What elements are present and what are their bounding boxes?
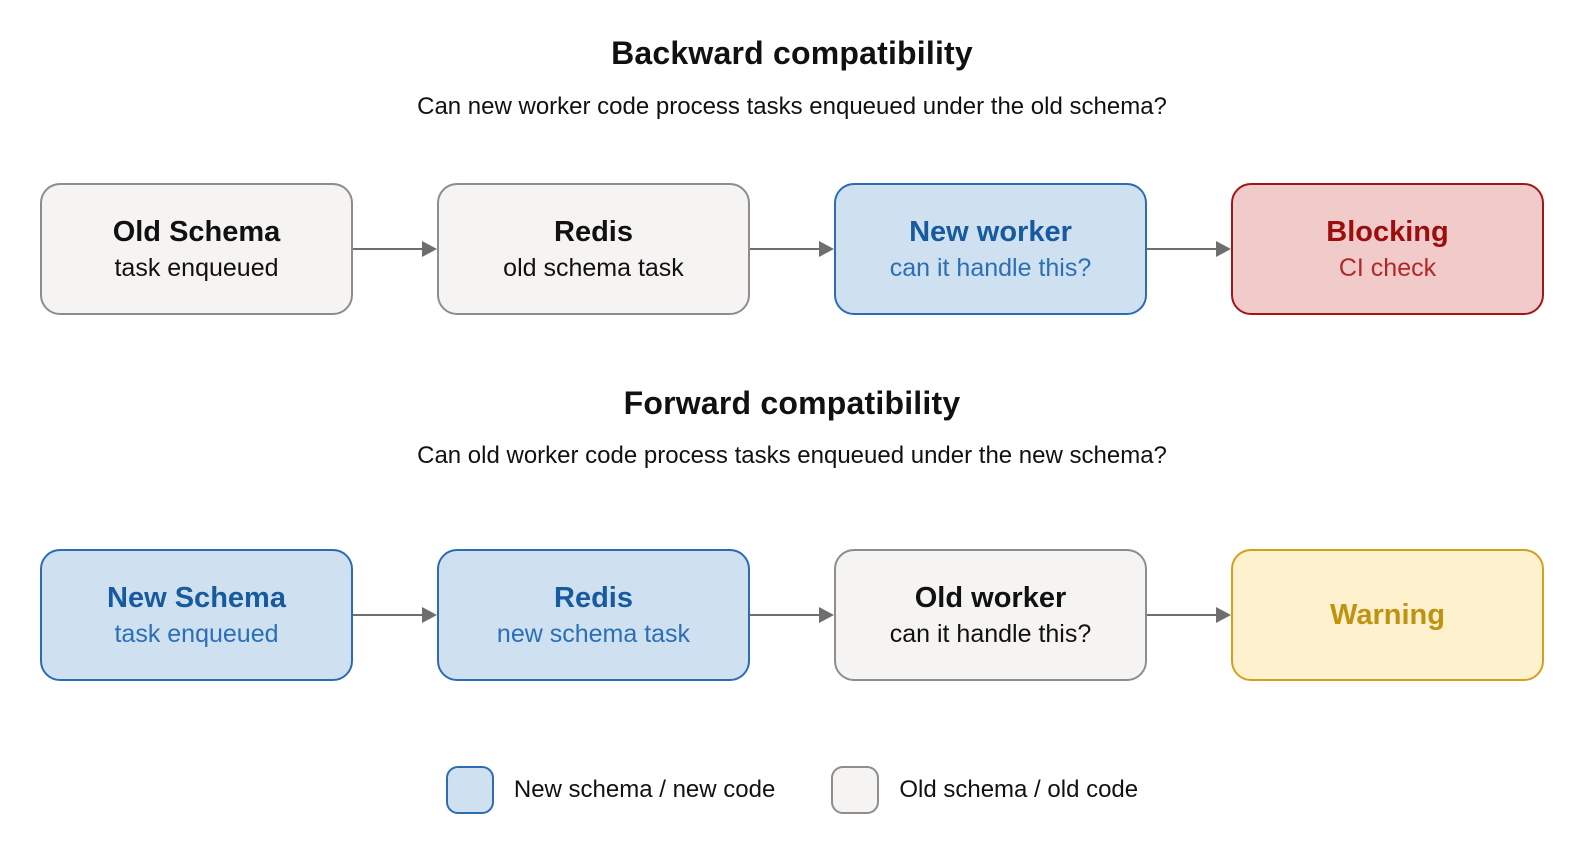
- node-subtitle: task enqueued: [114, 253, 279, 282]
- arrow-line: [750, 248, 819, 250]
- node-title: New worker: [909, 215, 1072, 248]
- arrow-line: [353, 248, 422, 250]
- node-blocking: Blocking CI check: [1231, 183, 1544, 315]
- legend: New schema / new code Old schema / old c…: [0, 766, 1584, 814]
- forward-title: Forward compatibility: [623, 385, 961, 421]
- forward-subtitle: Can old worker code process tasks enqueu…: [417, 442, 1167, 469]
- arrow-right-icon: [750, 241, 834, 257]
- node-subtitle: task enqueued: [114, 619, 279, 648]
- flow-row-backward: Old Schema task enqueued Redis old schem…: [40, 183, 1544, 315]
- node-old-worker: Old worker can it handle this?: [834, 549, 1147, 681]
- arrow-head: [1216, 607, 1231, 623]
- node-new-schema: New Schema task enqueued: [40, 549, 353, 681]
- section-backward-compatibility: Backward compatibility Can new worker co…: [0, 34, 1584, 315]
- arrow-head: [422, 607, 437, 623]
- node-warning: Warning: [1231, 549, 1544, 681]
- node-redis-old: Redis old schema task: [437, 183, 750, 315]
- flow-row-forward: New Schema task enqueued Redis new schem…: [40, 549, 1544, 681]
- node-title: Old worker: [914, 581, 1067, 614]
- node-subtitle: old schema task: [503, 253, 684, 282]
- node-title: Blocking: [1326, 215, 1449, 248]
- node-subtitle: CI check: [1338, 253, 1437, 282]
- legend-label-new: New schema / new code: [513, 776, 776, 803]
- arrow-right-icon: [1147, 607, 1231, 623]
- legend-item-old: Old schema / old code: [831, 766, 1138, 814]
- legend-swatch-old-icon: [831, 766, 880, 814]
- node-subtitle: can it handle this?: [889, 619, 1092, 648]
- legend-label-old: Old schema / old code: [899, 776, 1139, 803]
- arrow-right-icon: [353, 241, 437, 257]
- section-forward-compatibility: Forward compatibility Can old worker cod…: [0, 384, 1584, 681]
- arrow-right-icon: [750, 607, 834, 623]
- arrow-right-icon: [353, 607, 437, 623]
- node-subtitle: new schema task: [496, 619, 691, 648]
- node-title: Warning: [1330, 599, 1445, 631]
- legend-item-new: New schema / new code: [445, 766, 776, 814]
- node-new-worker: New worker can it handle this?: [834, 183, 1147, 315]
- arrow-right-icon: [1147, 241, 1231, 257]
- arrow-line: [750, 614, 819, 616]
- arrow-head: [819, 607, 834, 623]
- arrow-line: [353, 614, 422, 616]
- backward-subtitle: Can new worker code process tasks enqueu…: [417, 93, 1167, 120]
- node-title: New Schema: [107, 581, 286, 614]
- node-title: Redis: [554, 215, 633, 248]
- node-title: Old Schema: [112, 215, 281, 248]
- node-title: Redis: [554, 581, 633, 614]
- arrow-head: [422, 241, 437, 257]
- node-old-schema: Old Schema task enqueued: [40, 183, 353, 315]
- node-redis-new: Redis new schema task: [437, 549, 750, 681]
- node-subtitle: can it handle this?: [889, 253, 1092, 282]
- arrow-head: [1216, 241, 1231, 257]
- legend-swatch-new-icon: [445, 766, 494, 814]
- arrow-head: [819, 241, 834, 257]
- backward-title: Backward compatibility: [611, 35, 973, 71]
- arrow-line: [1147, 614, 1216, 616]
- arrow-line: [1147, 248, 1216, 250]
